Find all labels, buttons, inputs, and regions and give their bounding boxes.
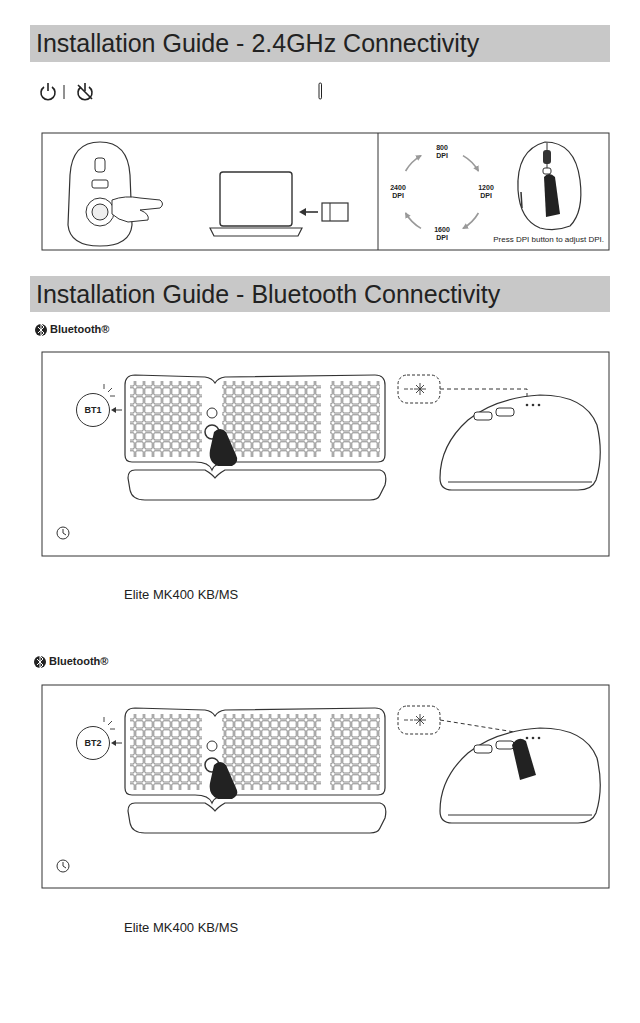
dpi-cycle <box>406 156 479 229</box>
section-heading-band: Installation Guide - 2.4GHz Connectivity <box>30 25 610 62</box>
note-text: Press DPI button to adjust DPI. <box>444 236 604 245</box>
bt2-panel <box>42 685 609 888</box>
dpi-value: 1200 DPI <box>475 184 497 199</box>
channel-label: BT1 <box>84 405 101 415</box>
dongle-panel <box>42 133 609 250</box>
channel-circle: BT2 <box>76 726 110 760</box>
product-text: Bluetooth® <box>50 323 109 335</box>
product-text: Elite MK400 KB/MS <box>124 588 238 602</box>
product-text: Bluetooth® <box>49 655 108 667</box>
bluetooth-logo <box>34 324 47 668</box>
dpi-value: 1600 DPI <box>431 226 453 241</box>
section-heading: Installation Guide - 2.4GHz Connectivity <box>36 29 479 58</box>
dpi-value: 2400 DPI <box>387 184 409 199</box>
section-heading: Installation Guide - Bluetooth Connectiv… <box>36 280 500 309</box>
dpi-value: 800 DPI <box>431 144 453 159</box>
section-heading-band: Installation Guide - Bluetooth Connectiv… <box>30 276 610 312</box>
channel-circle: BT1 <box>76 393 110 427</box>
bt1-panel <box>42 352 609 556</box>
product-text: Elite MK400 KB/MS <box>124 921 238 935</box>
channel-label: BT2 <box>84 738 101 748</box>
power-icons <box>41 83 322 100</box>
